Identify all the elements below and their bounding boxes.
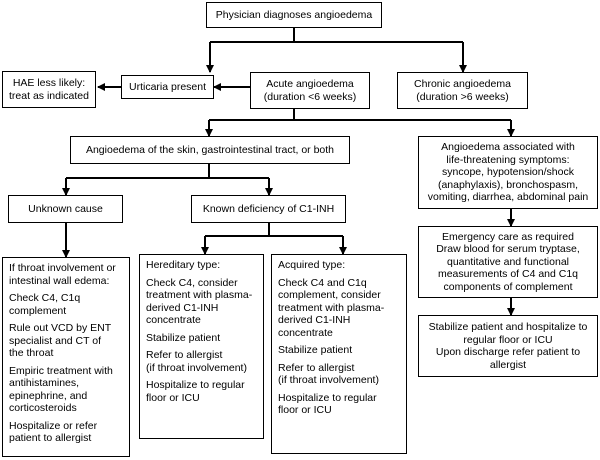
hereditary-line: Refer to allergist — [146, 349, 223, 361]
acquired-line: floor or ICU — [278, 404, 332, 416]
acquired-type-box: Acquired type: Check C4 and C1q compleme… — [271, 254, 407, 454]
emergency-care-box: Emergency care as required Draw blood fo… — [418, 226, 598, 298]
stabilize-hospitalize-line-2: regular floor or ICU — [463, 333, 553, 346]
details-line: patient to allergist — [9, 432, 92, 444]
details-line: epinephrine, and — [9, 389, 88, 402]
hae-less-likely-line-1: HAE less likely: — [12, 77, 86, 89]
chronic-angioedema-line-2: (duration >6 weeks) — [416, 90, 509, 103]
details-paragraph: Check C4, C1q complement — [9, 292, 123, 317]
life-threatening-line-3: syncope, hypotension/shock — [442, 166, 574, 179]
details-line: Hospitalize or refer — [9, 419, 98, 432]
details-paragraph: Rule out VCD by ENT specialist and CT of… — [9, 322, 123, 360]
emergency-care-line-2: Draw blood for serum tryptase, — [436, 243, 580, 256]
acquired-line: Check C4 and C1q — [278, 276, 367, 289]
details-line: complement — [9, 304, 67, 317]
details-line: antihistamines, — [9, 377, 80, 389]
details-line: If throat involvement or — [9, 262, 116, 274]
details-line: specialist and CT of — [9, 334, 102, 347]
hereditary-paragraph: Refer to allergist (if throat involvemen… — [146, 349, 257, 374]
life-threatening-line-5: vomiting, diarrhea, abdominal pain — [427, 191, 589, 204]
urticaria-present-box: Urticaria present — [121, 75, 214, 99]
life-threatening-line-2: life-threatening symptoms: — [446, 153, 570, 166]
skin-gi-angioedema-text: Angioedema of the skin, gastrointestinal… — [85, 143, 335, 156]
known-deficiency-box: Known deficiency of C1-INH — [191, 195, 346, 223]
details-line: the throat — [9, 347, 54, 359]
details-line: Check C4, C1q — [9, 292, 81, 304]
acute-angioedema-line-1: Acute angioedema — [266, 78, 354, 90]
life-threatening-line-1: Angioedema associated with — [441, 141, 575, 154]
acute-angioedema-box: Acute angioedema (duration <6 weeks) — [250, 72, 370, 109]
acquired-line: complement, consider — [278, 289, 381, 301]
hereditary-paragraph: Hereditary type: — [146, 259, 257, 272]
hae-less-likely-line-2: treat as indicated — [9, 89, 89, 102]
hereditary-type-box: Hereditary type: Check C4, consider trea… — [139, 254, 264, 439]
hereditary-line: treatment with plasma- — [146, 289, 253, 301]
acquired-paragraph: Hospitalize to regular floor or ICU — [278, 392, 400, 417]
hereditary-paragraph: Check C4, consider treatment with plasma… — [146, 277, 257, 327]
details-line: Empiric treatment with — [9, 364, 113, 377]
details-line: Rule out VCD by ENT — [9, 322, 112, 334]
acquired-line: Hospitalize to regular — [278, 391, 377, 404]
acquired-line: Stabilize patient — [278, 344, 353, 356]
emergency-care-line-4: measurements of C4 and C1q — [437, 268, 579, 281]
physician-diagnoses-box: Physician diagnoses angioedema — [206, 2, 382, 28]
acquired-paragraph: Refer to allergist (if throat involvemen… — [278, 362, 400, 387]
hereditary-paragraph: Stabilize patient — [146, 332, 257, 345]
hereditary-line: Hospitalize to regular — [146, 379, 245, 391]
urticaria-present-text: Urticaria present — [128, 80, 207, 93]
stabilize-hospitalize-line-3: Upon discharge refer patient to — [435, 346, 581, 358]
details-line: corticosteroids — [9, 402, 77, 414]
acquired-line: derived C1-INH — [278, 314, 351, 326]
hereditary-line: Check C4, consider — [146, 276, 238, 289]
life-threatening-box: Angioedema associated with life-threaten… — [418, 136, 598, 209]
hereditary-line: Stabilize patient — [146, 331, 221, 344]
hereditary-line: Hereditary type: — [146, 259, 221, 271]
stabilize-hospitalize-line-4: allergist — [489, 358, 527, 371]
hereditary-paragraph: Hospitalize to regular floor or ICU — [146, 379, 257, 404]
physician-diagnoses-text: Physician diagnoses angioedema — [215, 8, 373, 21]
unknown-cause-box: Unknown cause — [8, 195, 123, 223]
acquired-line: treatment with plasma- — [278, 301, 385, 314]
acquired-line: Refer to allergist — [278, 361, 355, 374]
hereditary-line: concentrate — [146, 314, 201, 326]
acquired-paragraph: Acquired type: — [278, 259, 400, 272]
skin-gi-angioedema-box: Angioedema of the skin, gastrointestinal… — [70, 136, 350, 164]
hereditary-line: (if throat involvement) — [146, 361, 247, 374]
life-threatening-line-4: (anaphylaxis), bronchospasm, — [437, 178, 579, 191]
acquired-paragraph: Check C4 and C1q complement, consider tr… — [278, 277, 400, 340]
stabilize-hospitalize-box: Stabilize patient and hospitalize to reg… — [418, 315, 598, 377]
details-paragraph: If throat involvement or intestinal wall… — [9, 262, 123, 287]
emergency-care-line-1: Emergency care as required — [442, 230, 574, 243]
known-deficiency-text: Known deficiency of C1-INH — [202, 202, 335, 215]
details-paragraph: Empiric treatment with antihistamines, e… — [9, 365, 123, 415]
acquired-line: concentrate — [278, 326, 333, 339]
hereditary-line: floor or ICU — [146, 391, 200, 404]
acquired-paragraph: Stabilize patient — [278, 344, 400, 357]
hae-less-likely-box: HAE less likely: treat as indicated — [2, 71, 96, 108]
chronic-angioedema-line-1: Chronic angioedema — [414, 78, 511, 90]
chronic-angioedema-box: Chronic angioedema (duration >6 weeks) — [397, 72, 528, 109]
unknown-cause-details-box: If throat involvement or intestinal wall… — [2, 257, 130, 457]
acquired-line: Acquired type: — [278, 259, 346, 271]
details-line: intestinal wall edema: — [9, 274, 110, 287]
emergency-care-line-5: components of complement — [443, 280, 573, 293]
stabilize-hospitalize-line-1: Stabilize patient and hospitalize to — [428, 321, 588, 333]
acquired-line: (if throat involvement) — [278, 374, 379, 386]
acute-angioedema-line-2: (duration <6 weeks) — [263, 90, 357, 103]
details-paragraph: Hospitalize or refer patient to allergis… — [9, 420, 123, 445]
hereditary-line: derived C1-INH — [146, 301, 219, 314]
unknown-cause-text: Unknown cause — [28, 202, 103, 215]
emergency-care-line-3: quantitative and functional — [446, 255, 569, 268]
